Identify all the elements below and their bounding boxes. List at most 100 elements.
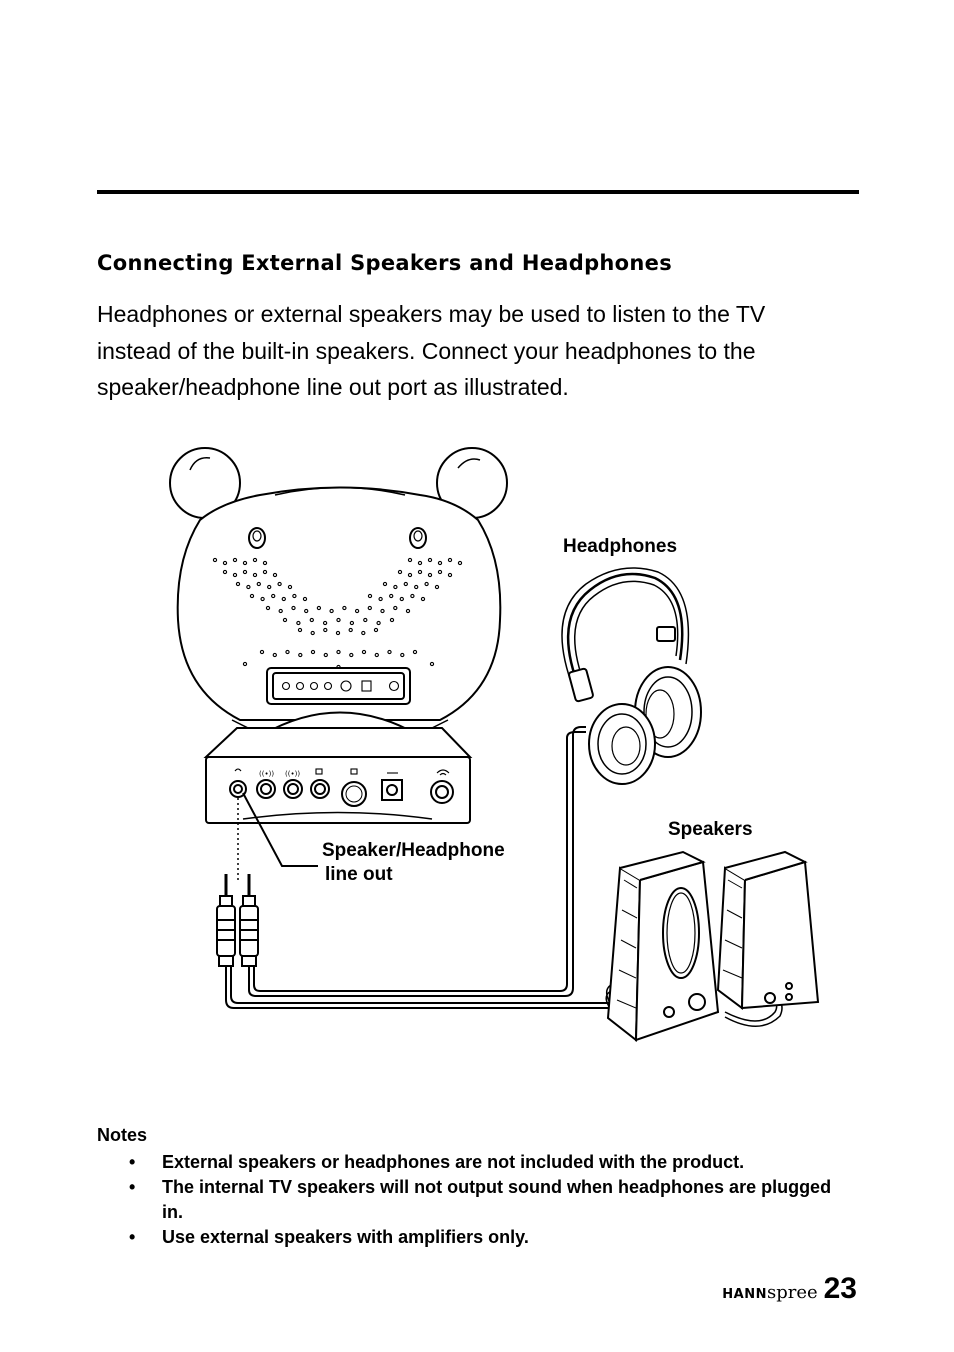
callout-leader bbox=[242, 792, 318, 867]
grill-dot bbox=[281, 596, 286, 602]
grill-dot bbox=[373, 627, 379, 633]
grill-dot bbox=[232, 572, 238, 578]
speakers-drawing bbox=[606, 850, 820, 1043]
headphones-drawing bbox=[561, 567, 702, 785]
bullet: • bbox=[129, 1177, 136, 1197]
grill-dot bbox=[335, 630, 341, 636]
grill-dot bbox=[361, 649, 367, 655]
connector-panel: ((•)) ((•)) bbox=[203, 727, 473, 824]
grill-dot bbox=[367, 593, 373, 599]
grill-dot bbox=[336, 617, 341, 623]
grill-dot bbox=[323, 627, 328, 633]
grill-dot bbox=[287, 584, 293, 590]
grill-dot bbox=[417, 569, 423, 575]
brand-logo-light: spree bbox=[766, 1282, 818, 1303]
brand-logo-bold: HANN bbox=[722, 1287, 767, 1302]
grill-dot bbox=[277, 581, 282, 587]
grill-dot bbox=[232, 557, 238, 563]
grill-dot bbox=[427, 572, 433, 578]
grill-dot bbox=[380, 608, 385, 614]
notes-list: • External speakers or headphones are no… bbox=[97, 1150, 857, 1250]
grill-dot bbox=[399, 596, 404, 602]
grill-dot bbox=[367, 605, 372, 611]
port-label-line1: Speaker/Headphone bbox=[322, 840, 505, 861]
svg-text:((•)): ((•)) bbox=[285, 770, 300, 778]
grill-dot bbox=[297, 627, 303, 633]
section-title: Connecting External Speakers and Headpho… bbox=[97, 251, 672, 275]
grill-dot bbox=[427, 557, 433, 563]
grill-dot bbox=[323, 652, 328, 658]
grill-dot bbox=[252, 557, 258, 563]
grill-dot bbox=[407, 557, 413, 563]
grill-dot bbox=[393, 584, 398, 590]
grill-dot bbox=[361, 630, 366, 636]
grill-dot bbox=[246, 584, 251, 590]
grill-dot bbox=[400, 652, 405, 658]
grill-dot bbox=[259, 649, 265, 655]
grill-dot bbox=[354, 608, 360, 614]
grill-dot bbox=[271, 593, 276, 599]
grill-dot bbox=[382, 581, 388, 587]
grill-dot bbox=[414, 584, 419, 590]
grill-dot bbox=[378, 596, 383, 602]
grill-dot bbox=[212, 557, 218, 563]
headphones-label: Headphones bbox=[563, 536, 678, 557]
grill-dot bbox=[387, 649, 392, 655]
intro-paragraph: Headphones or external speakers may be u… bbox=[97, 296, 857, 406]
grill-dot bbox=[285, 649, 290, 655]
grill-dot bbox=[222, 560, 228, 566]
grill-dot bbox=[296, 620, 301, 626]
grill-dot bbox=[310, 630, 315, 636]
grill-dot bbox=[272, 572, 278, 578]
grill-dot bbox=[363, 617, 368, 623]
grill-dot bbox=[242, 569, 248, 575]
grill-dot bbox=[304, 608, 309, 614]
grill-dot bbox=[329, 608, 334, 614]
grill-dot bbox=[420, 596, 426, 602]
grill-dot bbox=[282, 617, 288, 623]
grill-dot bbox=[316, 605, 322, 611]
grill-dot bbox=[262, 560, 268, 566]
grill-dot bbox=[222, 569, 228, 575]
grill-dot bbox=[342, 605, 347, 611]
grill-dot bbox=[403, 581, 408, 587]
grill-dot bbox=[447, 557, 453, 563]
tv-set bbox=[169, 447, 508, 736]
speakers-label: Speakers bbox=[668, 819, 753, 840]
audio-plugs bbox=[216, 874, 259, 967]
note-item: • The internal TV speakers will not outp… bbox=[97, 1175, 857, 1225]
grill-dot bbox=[348, 627, 353, 633]
grill-dot bbox=[242, 560, 248, 566]
bullet: • bbox=[129, 1227, 136, 1247]
grill-dot bbox=[278, 608, 283, 614]
line-out-port bbox=[229, 780, 247, 798]
grill-dot bbox=[434, 584, 440, 590]
intro-line: instead of the built-in speakers. Connec… bbox=[97, 337, 756, 364]
grill-dot bbox=[405, 608, 411, 614]
intro-line: Headphones or external speakers may be u… bbox=[97, 301, 766, 327]
note-text: External speakers or headphones are not … bbox=[162, 1152, 745, 1172]
page-number: 23 bbox=[823, 1272, 857, 1305]
grill-dot bbox=[302, 596, 308, 602]
grill-dot bbox=[397, 569, 403, 575]
grill-dot bbox=[249, 593, 255, 599]
note-item: • External speakers or headphones are no… bbox=[97, 1150, 857, 1175]
bullet: • bbox=[129, 1152, 136, 1172]
grill-dot bbox=[410, 593, 415, 599]
grill-dot bbox=[389, 593, 394, 599]
grill-dot bbox=[309, 617, 314, 623]
grill-dot bbox=[437, 569, 443, 575]
tv-back-panel bbox=[266, 667, 411, 705]
grill-dot bbox=[291, 605, 296, 611]
grill-dot bbox=[272, 652, 277, 658]
grill-dot bbox=[267, 584, 272, 590]
note-text: Use external speakers with amplifiers on… bbox=[162, 1227, 529, 1247]
grill-dot bbox=[265, 605, 271, 611]
grill-dot bbox=[374, 652, 379, 658]
grill-dot bbox=[412, 649, 418, 655]
grill-dot bbox=[389, 617, 395, 623]
grill-dot bbox=[457, 560, 463, 566]
note-text: The internal TV speakers will not output… bbox=[162, 1177, 832, 1222]
intro-line: speaker/headphone line out port as illus… bbox=[97, 374, 569, 400]
grill-dot bbox=[336, 649, 341, 655]
